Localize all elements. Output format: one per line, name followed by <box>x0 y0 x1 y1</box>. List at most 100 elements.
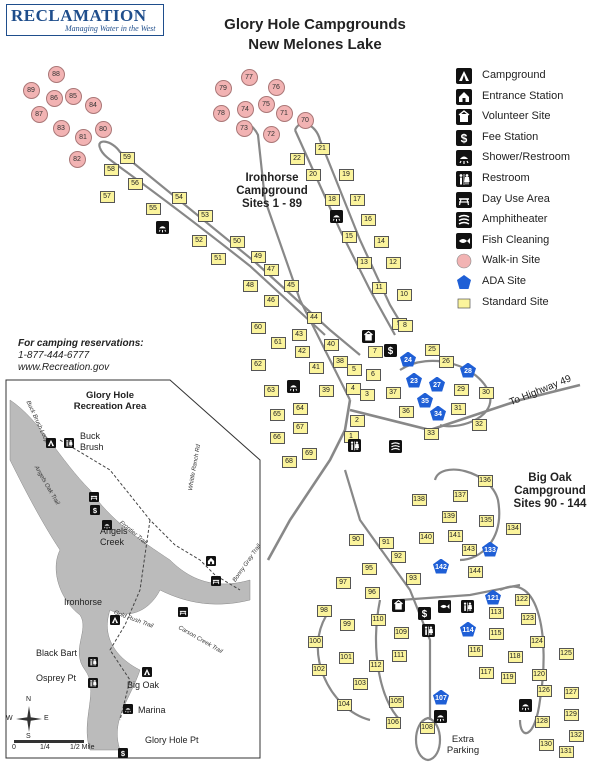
walkin-site-70[interactable]: 70 <box>296 111 314 129</box>
standard-site-56[interactable]: 56 <box>127 178 143 190</box>
standard-site-98[interactable]: 98 <box>316 605 332 617</box>
standard-site-14[interactable]: 14 <box>373 236 389 248</box>
standard-site-61[interactable]: 61 <box>270 337 286 349</box>
walkin-site-84[interactable]: 84 <box>84 96 102 114</box>
ada-site-142[interactable]: 142 <box>433 558 449 574</box>
standard-site-144[interactable]: 144 <box>467 566 483 578</box>
standard-site-138[interactable]: 138 <box>411 494 427 506</box>
standard-site-113[interactable]: 113 <box>488 607 504 619</box>
standard-site-30[interactable]: 30 <box>478 387 494 399</box>
standard-site-5[interactable]: 5 <box>346 364 362 376</box>
standard-site-53[interactable]: 53 <box>197 210 213 222</box>
walkin-site-86[interactable]: 86 <box>45 89 63 107</box>
ada-site-114[interactable]: 114 <box>460 621 476 637</box>
standard-site-11[interactable]: 11 <box>371 282 387 294</box>
standard-site-29[interactable]: 29 <box>453 384 469 396</box>
standard-site-96[interactable]: 96 <box>364 587 380 599</box>
standard-site-40[interactable]: 40 <box>323 339 339 351</box>
standard-site-110[interactable]: 110 <box>370 614 386 626</box>
standard-site-38[interactable]: 38 <box>332 356 348 368</box>
standard-site-112[interactable]: 112 <box>368 660 384 672</box>
standard-site-19[interactable]: 19 <box>338 169 354 181</box>
walkin-site-75[interactable]: 75 <box>257 95 275 113</box>
ada-site-133[interactable]: 133 <box>482 541 498 557</box>
standard-site-47[interactable]: 47 <box>263 264 279 276</box>
walkin-site-77[interactable]: 77 <box>240 68 258 86</box>
standard-site-25[interactable]: 25 <box>424 344 440 356</box>
standard-site-15[interactable]: 15 <box>341 231 357 243</box>
standard-site-57[interactable]: 57 <box>99 191 115 203</box>
standard-site-143[interactable]: 143 <box>461 544 477 556</box>
standard-site-33[interactable]: 33 <box>423 428 439 440</box>
standard-site-8[interactable]: 8 <box>397 320 413 332</box>
standard-site-63[interactable]: 63 <box>263 385 279 397</box>
walkin-site-82[interactable]: 82 <box>68 150 86 168</box>
walkin-site-73[interactable]: 73 <box>235 119 253 137</box>
standard-site-118[interactable]: 118 <box>507 651 523 663</box>
standard-site-97[interactable]: 97 <box>335 577 351 589</box>
standard-site-124[interactable]: 124 <box>529 636 545 648</box>
standard-site-129[interactable]: 129 <box>563 709 579 721</box>
standard-site-16[interactable]: 16 <box>360 214 376 226</box>
standard-site-139[interactable]: 139 <box>441 511 457 523</box>
standard-site-105[interactable]: 105 <box>388 696 404 708</box>
standard-site-92[interactable]: 92 <box>390 551 406 563</box>
standard-site-99[interactable]: 99 <box>339 619 355 631</box>
walkin-site-88[interactable]: 88 <box>47 65 65 83</box>
standard-site-123[interactable]: 123 <box>520 613 536 625</box>
standard-site-132[interactable]: 132 <box>568 730 584 742</box>
standard-site-101[interactable]: 101 <box>338 652 354 664</box>
standard-site-111[interactable]: 111 <box>391 650 407 662</box>
standard-site-51[interactable]: 51 <box>210 253 226 265</box>
standard-site-6[interactable]: 6 <box>365 369 381 381</box>
standard-site-137[interactable]: 137 <box>452 490 468 502</box>
standard-site-115[interactable]: 115 <box>488 628 504 640</box>
standard-site-4[interactable]: 4 <box>345 383 361 395</box>
ada-site-34[interactable]: 34 <box>430 405 446 421</box>
standard-site-2[interactable]: 2 <box>349 415 365 427</box>
standard-site-42[interactable]: 42 <box>294 346 310 358</box>
standard-site-93[interactable]: 93 <box>405 573 421 585</box>
standard-site-44[interactable]: 44 <box>306 312 322 324</box>
walkin-site-85[interactable]: 85 <box>64 87 82 105</box>
standard-site-60[interactable]: 60 <box>250 322 266 334</box>
ada-site-121[interactable]: 121 <box>485 589 501 605</box>
walkin-site-72[interactable]: 72 <box>262 125 280 143</box>
standard-site-128[interactable]: 128 <box>534 716 550 728</box>
standard-site-122[interactable]: 122 <box>514 594 530 606</box>
standard-site-127[interactable]: 127 <box>563 687 579 699</box>
standard-site-100[interactable]: 100 <box>307 636 323 648</box>
standard-site-67[interactable]: 67 <box>292 422 308 434</box>
standard-site-22[interactable]: 22 <box>289 153 305 165</box>
standard-site-131[interactable]: 131 <box>558 746 574 758</box>
standard-site-136[interactable]: 136 <box>477 475 493 487</box>
standard-site-141[interactable]: 141 <box>447 530 463 542</box>
standard-site-13[interactable]: 13 <box>356 257 372 269</box>
walkin-site-71[interactable]: 71 <box>275 104 293 122</box>
standard-site-37[interactable]: 37 <box>385 387 401 399</box>
walkin-site-74[interactable]: 74 <box>236 100 254 118</box>
standard-site-59[interactable]: 59 <box>119 152 135 164</box>
standard-site-58[interactable]: 58 <box>103 164 119 176</box>
standard-site-117[interactable]: 117 <box>478 667 494 679</box>
standard-site-12[interactable]: 12 <box>385 257 401 269</box>
ada-site-35[interactable]: 35 <box>417 392 433 408</box>
standard-site-7[interactable]: 7 <box>367 346 383 358</box>
standard-site-108[interactable]: 108 <box>419 722 435 734</box>
standard-site-120[interactable]: 120 <box>531 669 547 681</box>
standard-site-116[interactable]: 116 <box>467 645 483 657</box>
standard-site-126[interactable]: 126 <box>536 685 552 697</box>
ada-site-24[interactable]: 24 <box>400 351 416 367</box>
standard-site-17[interactable]: 17 <box>349 194 365 206</box>
standard-site-62[interactable]: 62 <box>250 359 266 371</box>
standard-site-90[interactable]: 90 <box>348 534 364 546</box>
standard-site-119[interactable]: 119 <box>500 672 516 684</box>
standard-site-21[interactable]: 21 <box>314 143 330 155</box>
standard-site-10[interactable]: 10 <box>396 289 412 301</box>
standard-site-65[interactable]: 65 <box>269 409 285 421</box>
walkin-site-89[interactable]: 89 <box>22 81 40 99</box>
standard-site-130[interactable]: 130 <box>538 739 554 751</box>
standard-site-43[interactable]: 43 <box>291 329 307 341</box>
standard-site-48[interactable]: 48 <box>242 280 258 292</box>
standard-site-39[interactable]: 39 <box>318 385 334 397</box>
